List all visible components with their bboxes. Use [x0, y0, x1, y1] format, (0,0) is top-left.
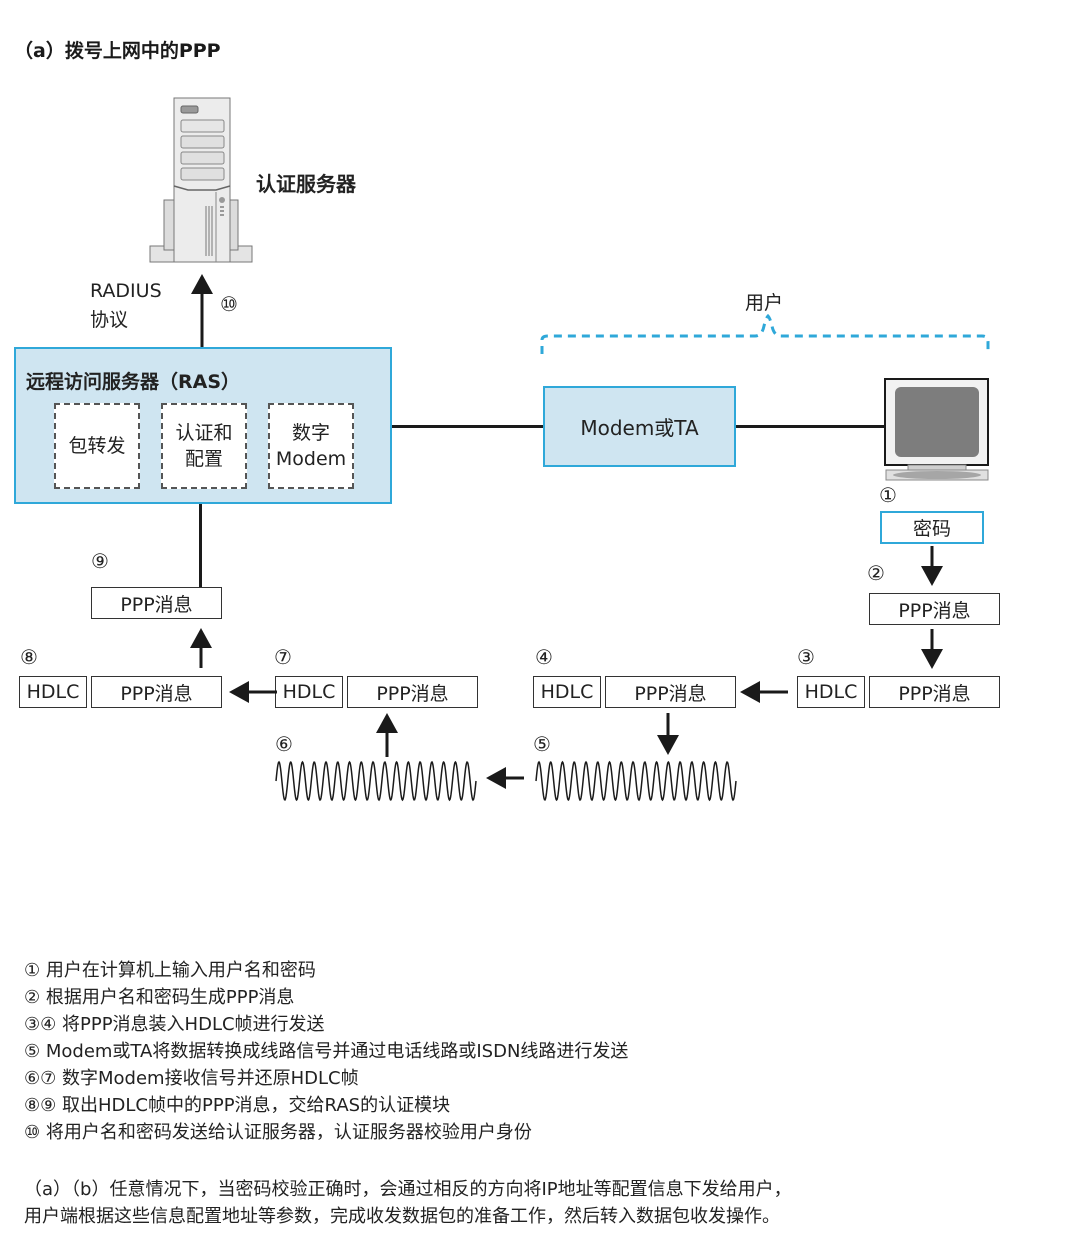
ppp-message-box-7: PPP消息: [347, 676, 478, 708]
step-3-number: ③: [797, 645, 815, 669]
ras-box: 远程访问服务器（RAS） 包转发 认证和 配置 数字 Modem: [14, 347, 392, 504]
ppp-message-box-2: PPP消息: [869, 593, 1000, 625]
line-ras-to-ppp: [199, 504, 202, 590]
module-label: 包转发: [68, 435, 126, 457]
arrow-left-5-to-6: [486, 767, 524, 789]
figure-title: （a）拨号上网中的PPP: [14, 40, 221, 62]
step-4-number: ④: [535, 645, 553, 669]
arrow-down-1: [921, 546, 943, 586]
hdlc-box-7: HDLC: [275, 676, 343, 708]
ras-module-auth-config: 认证和 配置: [161, 403, 247, 489]
step-10-number: ⑩: [220, 292, 238, 316]
step-7-number: ⑦: [274, 645, 292, 669]
note-item: ③④ 将PPP消息装入HDLC帧进行发送: [24, 1014, 325, 1035]
ppp-message-box-4: PPP消息: [605, 676, 736, 708]
module-label-line2: 配置: [184, 448, 223, 470]
hdlc-label: HDLC: [282, 681, 336, 703]
password-box: 密码: [880, 511, 984, 544]
hdlc-label: HDLC: [540, 681, 594, 703]
footer-line: （a）（b）任意情况下，当密码校验正确时，会通过相反的方向将IP地址等配置信息下…: [24, 1179, 792, 1200]
user-group-label: 用户: [745, 292, 784, 314]
footer-note: （a）（b）任意情况下，当密码校验正确时，会通过相反的方向将IP地址等配置信息下…: [24, 1176, 792, 1230]
step-9-number: ⑨: [91, 549, 109, 573]
arrow-left-3-to-4: [740, 681, 788, 703]
modem-ta-label: Modem或TA: [580, 416, 699, 440]
arrow-down-4-to-5: [657, 713, 679, 755]
ppp-message-label: PPP消息: [898, 599, 971, 622]
footer-line: 用户端根据这些信息配置地址等参数，完成收发数据包的准备工作，然后转入数据包收发操…: [24, 1206, 780, 1227]
module-label-line2: Modem: [275, 448, 347, 470]
ppp-message-label: PPP消息: [120, 593, 193, 616]
ppp-message-label: PPP消息: [120, 682, 193, 705]
password-label: 密码: [912, 518, 951, 540]
note-item: ① 用户在计算机上输入用户名和密码: [24, 960, 316, 981]
ppp-message-box-9: PPP消息: [91, 587, 222, 619]
hdlc-box-3: HDLC: [797, 676, 865, 708]
ppp-message-box-3: PPP消息: [869, 676, 1000, 708]
step-1-number: ①: [879, 483, 897, 507]
ppp-message-label: PPP消息: [634, 682, 707, 705]
hdlc-label: HDLC: [26, 681, 80, 703]
ppp-message-label: PPP消息: [376, 682, 449, 705]
arrow-up-6-to-7: [376, 713, 398, 757]
step-5-number: ⑤: [533, 732, 551, 756]
ppp-message-label: PPP消息: [898, 682, 971, 705]
ppp-message-box-8: PPP消息: [91, 676, 222, 708]
step-2-number: ②: [867, 561, 885, 585]
analog-signal-wave-6: [275, 760, 477, 802]
arrow-left-7-to-8: [229, 681, 277, 703]
computer-monitor-icon: [884, 378, 989, 481]
radius-label: RADIUS: [90, 280, 162, 302]
modem-ta-box: Modem或TA: [543, 386, 736, 467]
arrow-up-8-to-9: [190, 628, 212, 668]
note-item: ⑩ 将用户名和密码发送给认证服务器，认证服务器校验用户身份: [24, 1122, 532, 1143]
hdlc-box-8: HDLC: [19, 676, 87, 708]
note-item: ② 根据用户名和密码生成PPP消息: [24, 987, 295, 1008]
step-6-number: ⑥: [275, 732, 293, 756]
arrow-down-2: [921, 629, 943, 669]
hdlc-box-4: HDLC: [533, 676, 601, 708]
ras-title: 远程访问服务器（RAS）: [26, 371, 241, 393]
module-label-line1: 认证和: [175, 422, 233, 444]
note-item: ⑤ Modem或TA将数据转换成线路信号并通过电话线路或ISDN线路进行发送: [24, 1041, 629, 1062]
note-item: ⑧⑨ 取出HDLC帧中的PPP消息，交给RAS的认证模块: [24, 1095, 451, 1116]
line-ras-to-modem: [392, 425, 544, 428]
auth-server-label: 认证服务器: [256, 172, 356, 196]
protocol-label: 协议: [90, 309, 129, 331]
user-bracket: [540, 313, 990, 354]
line-modem-to-computer: [735, 425, 885, 428]
note-item: ⑥⑦ 数字Modem接收信号并还原HDLC帧: [24, 1068, 359, 1089]
ras-module-digital-modem: 数字 Modem: [268, 403, 354, 489]
step-notes: ① 用户在计算机上输入用户名和密码 ② 根据用户名和密码生成PPP消息 ③④ 将…: [24, 957, 628, 1146]
analog-signal-wave-5: [535, 760, 737, 802]
wave-path: [275, 760, 477, 802]
module-label-line1: 数字: [291, 422, 330, 444]
server-tower-icon: [149, 97, 253, 263]
hdlc-label: HDLC: [804, 681, 858, 703]
step-8-number: ⑧: [20, 645, 38, 669]
arrow-up-to-server: [191, 274, 213, 348]
wave-path: [535, 760, 737, 802]
ras-module-packet-forwarding: 包转发: [54, 403, 140, 489]
